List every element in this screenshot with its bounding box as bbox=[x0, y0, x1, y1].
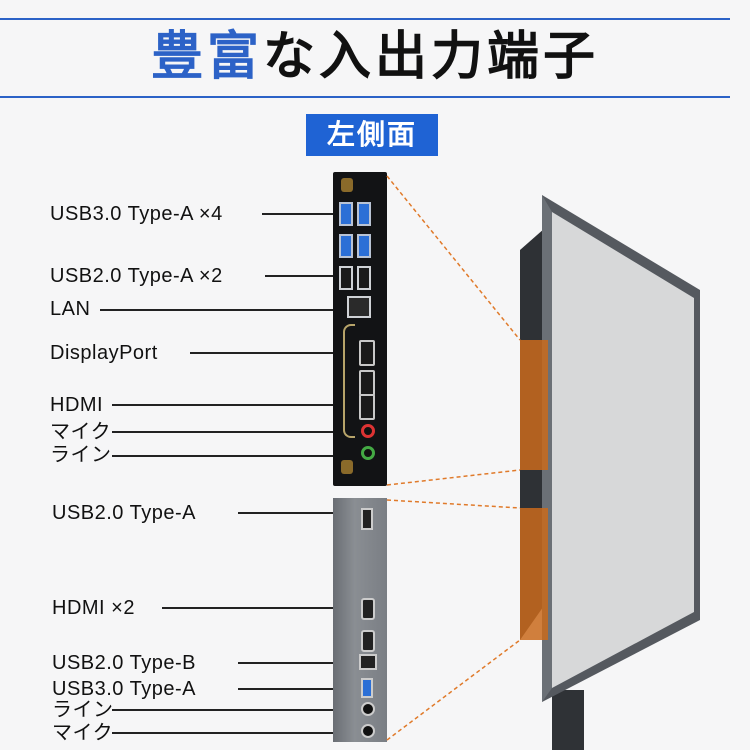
port-label-hdmi-x2: HDMI ×2 bbox=[52, 597, 135, 619]
leader-line bbox=[238, 688, 360, 690]
port-label-usb3-x4: USB3.0 Type-A ×4 bbox=[50, 203, 223, 225]
leader-line bbox=[112, 709, 360, 711]
port-label-usb2-type-b: USB2.0 Type-B bbox=[52, 652, 196, 674]
usb3-port-icon bbox=[357, 202, 371, 226]
displayport-icon bbox=[359, 340, 375, 366]
antenna-connector-icon bbox=[341, 178, 353, 192]
leader-line bbox=[190, 352, 365, 354]
title-highlight: 豊富 bbox=[150, 27, 263, 87]
leader-line bbox=[112, 404, 365, 406]
page-title: 豊富な入出力端子 bbox=[0, 22, 750, 92]
usb3-port-icon bbox=[339, 202, 353, 226]
leader-line bbox=[238, 662, 360, 664]
port-label-lan: LAN bbox=[50, 298, 91, 320]
hdmi-port-icon bbox=[359, 394, 375, 420]
port-label-mic-lower: マイク bbox=[52, 722, 114, 744]
usb2-port-icon bbox=[339, 266, 353, 290]
usb3-port-icon bbox=[361, 678, 373, 698]
title-rest: な入出力端子 bbox=[263, 27, 600, 87]
pc-module-port-panel bbox=[333, 172, 387, 486]
leader-line bbox=[238, 512, 360, 514]
leader-line bbox=[112, 431, 365, 433]
leader-line bbox=[112, 455, 365, 457]
section-tab-left-side: 左側面 bbox=[306, 114, 438, 156]
mic-jack-icon bbox=[361, 424, 375, 438]
port-label-usb3-type-a: USB3.0 Type-A bbox=[52, 678, 196, 700]
leader-line bbox=[262, 213, 342, 215]
title-rule-top bbox=[0, 18, 730, 20]
leader-line bbox=[265, 275, 345, 277]
hdmi-port-icon bbox=[361, 630, 375, 652]
mic-jack-icon bbox=[361, 724, 375, 738]
cable-clip-icon bbox=[343, 324, 355, 438]
usb2-port-icon bbox=[357, 266, 371, 290]
port-label-line-lower: ライン bbox=[52, 699, 114, 721]
title-rule-bottom bbox=[0, 96, 730, 98]
line-jack-icon bbox=[361, 702, 375, 716]
line-jack-icon bbox=[361, 446, 375, 460]
port-label-line: ライン bbox=[50, 444, 112, 466]
port-label-mic: マイク bbox=[50, 421, 112, 443]
port-label-hdmi: HDMI bbox=[50, 394, 104, 416]
port-label-usb2-x2: USB2.0 Type-A ×2 bbox=[50, 265, 223, 287]
port-label-displayport: DisplayPort bbox=[50, 342, 158, 364]
leader-line bbox=[162, 607, 360, 609]
leader-line bbox=[112, 732, 360, 734]
leader-line bbox=[100, 309, 355, 311]
usb3-port-icon bbox=[339, 234, 353, 258]
usb-type-b-port-icon bbox=[359, 654, 377, 670]
antenna-connector-icon bbox=[341, 460, 353, 474]
hdmi-port-icon bbox=[361, 598, 375, 620]
usb3-port-icon bbox=[357, 234, 371, 258]
display-port-panel bbox=[333, 498, 387, 742]
port-label-usb2-type-a: USB2.0 Type-A bbox=[52, 502, 196, 524]
usb2-port-icon bbox=[361, 508, 373, 530]
lan-port-icon bbox=[347, 296, 371, 318]
